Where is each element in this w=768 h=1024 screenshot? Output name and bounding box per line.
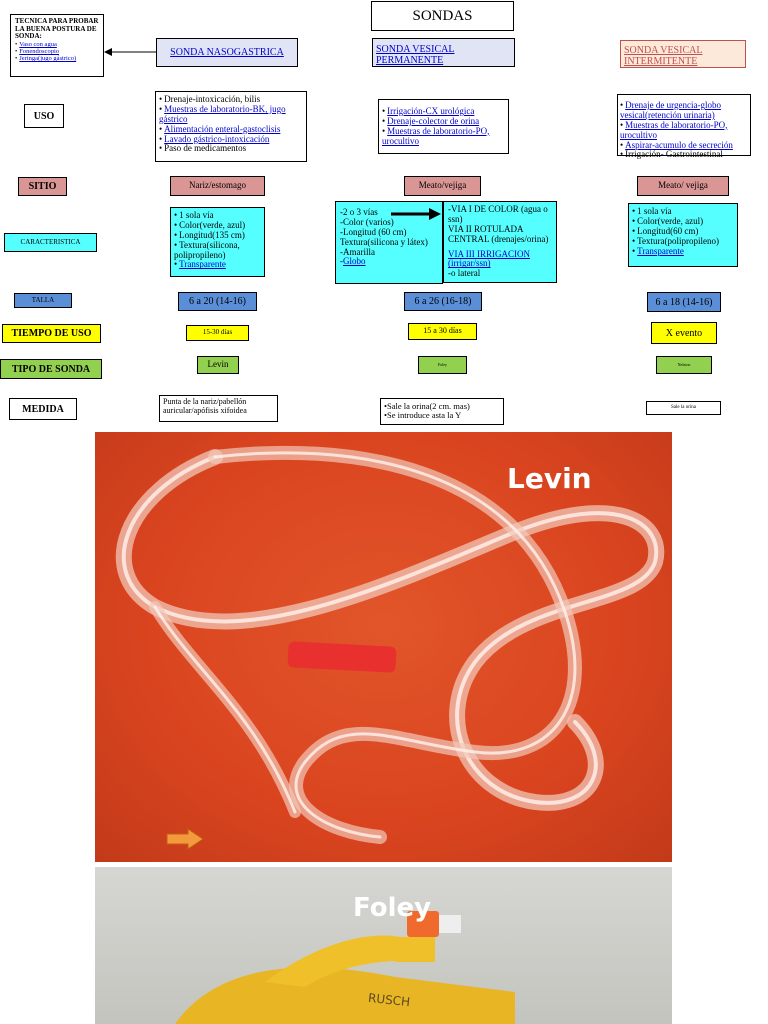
foley-tube-image [175,911,515,1024]
medida-vesical-permanente: •Sale la orina(2 cm. mas) •Se introduce … [380,398,504,425]
row-label-sitio: SITIO [18,177,67,196]
foley-label: Foley [353,893,432,923]
uso-vesical-permanente: Irrigación-CX urológica Drenaje-colector… [378,99,509,154]
tecnica-box: TECNICA PARA PROBAR LA BUENA POSTURA DE … [10,14,104,77]
caracteristica-item: -Color (varios) [340,216,394,227]
caracteristica-item: Color(verde, azul) [632,216,734,227]
uso-item[interactable]: Lavado gástrico-intoxicación [159,134,303,145]
uso-item[interactable]: Muestras de laboratorio-BK, jugo gástric… [159,104,303,125]
sitio-vesical-permanente: Meato/vejiga [404,176,481,196]
caracteristica-item: -Longitud (60 cm) [340,226,407,237]
row-label-uso: USO [24,104,64,128]
uso-item[interactable]: Drenaje de urgencia-globo vesical(retenc… [620,100,748,121]
tecnica-item[interactable]: Fonendoscopio [15,48,99,55]
tecnica-item[interactable]: Vaso con agua [15,41,99,48]
arrow-right-icon [391,208,441,220]
page-title: SONDAS [371,1,514,31]
uso-item[interactable]: Aspirar-acumulo de secreción [620,140,748,151]
tiempo-vesical-permanente: 15 a 30 días [408,323,477,340]
header-sonda-vesical-intermitente[interactable]: SONDA VESICAL INTERMITENTE [620,40,746,68]
medida-item: •Sale la orina(2 cm. mas) [384,401,470,411]
levin-label: Levin [507,462,592,495]
caracteristica-item: 1 sola vía [174,210,261,221]
uso-item[interactable]: Muestras de laboratorio-PO, urocultivo [382,126,505,147]
arrow-left-icon [104,48,156,56]
uso-item: Paso de medicamentos [159,144,303,154]
caracteristica-item: VIA II ROTULADA CENTRAL (drenajes/orina) [448,223,549,244]
uso-item[interactable]: Irrigación-CX urológica [382,106,505,117]
caracteristica-item: Textura(polipropileno) [632,236,734,247]
caracteristica-item: -2 o 3 vías [340,207,378,217]
caracteristica-item[interactable]: Transparente [632,246,734,257]
uso-vesical-intermitente: Drenaje de urgencia-globo vesical(retenc… [617,94,751,159]
row-label-medida: MEDIDA [9,398,77,420]
caracteristica-item: -VIA I DE COLOR (agua o ssn) [448,204,548,224]
uso-nasogastrica: Drenaje-intoxicación, bilis Muestras de … [155,91,307,162]
levin-tube-image [115,445,665,850]
caracteristica-vesical-permanente-right: -VIA I DE COLOR (agua o ssn) VIA II ROTU… [443,201,557,283]
talla-vesical-intermitente: 6 a 18 (14-16) [647,292,721,312]
caracteristica-item: -o lateral [448,268,481,279]
uso-item: Irrigación- Gastrointestinal [620,150,748,160]
tiempo-vesical-intermitente: X evento [651,322,717,344]
caracteristica-item[interactable]: VIA III IRRIGACION (irrigar/ssn) [448,248,530,269]
header-sonda-nasogastrica[interactable]: SONDA NASOGASTRICA [156,38,298,67]
uso-item[interactable]: Drenaje-colector de orina [382,116,505,127]
caracteristica-item[interactable]: Transparente [174,260,261,270]
caracteristica-item: Textura(silicona y látex) [340,236,428,247]
caracteristica-item: -Amarilla [340,246,375,257]
tecnica-heading: TECNICA PARA PROBAR LA BUENA POSTURA DE … [15,17,99,41]
medida-item: •Se introduce asta la Y [384,410,462,421]
uso-item[interactable]: Alimentación enteral-gastoclisis [159,124,303,135]
tecnica-item[interactable]: Jeringa(jugo gástrico) [15,55,99,62]
tiempo-nasogastrica: 15-30 días [186,325,249,341]
talla-vesical-permanente: 6 a 26 (16-18) [404,292,482,311]
uso-item: Drenaje-intoxicación, bilis [159,94,303,105]
caracteristica-item: Textura(silicona, polipropileno) [174,240,261,261]
levin-photo: Levin [95,432,672,862]
row-label-caracteristica: CARACTERISTICA [4,233,97,252]
foley-photo: Foley RUSCH [95,867,672,1024]
caracteristica-item[interactable]: -Globo [340,256,366,267]
row-label-tiempo: TIEMPO DE USO [2,324,101,343]
caracteristica-item: 1 sola vía [632,206,734,217]
row-label-talla: TALLA [14,293,72,308]
row-label-tipo: TIPO DE SONDA [0,359,102,379]
caracteristica-item: Longitud(135 cm) [174,230,261,241]
tipo-nasogastrica: Levin [197,356,239,374]
uso-item[interactable]: Muestras de laboratorio-PO, urocultivo [620,120,748,141]
caracteristica-item: Longitud(60 cm) [632,226,734,237]
sitio-vesical-intermitente: Meato/ vejiga [637,176,729,196]
medida-nasogastrica: Punta de la nariz/pabellón auricular/apó… [159,395,278,422]
medida-vesical-intermitente: Sale la orina [646,401,721,415]
tipo-vesical-intermitente: Nelaton [656,356,712,374]
caracteristica-vesical-intermitente: 1 sola vía Color(verde, azul) Longitud(6… [628,203,738,267]
caracteristica-item: Color(verde, azul) [174,220,261,231]
header-sonda-vesical-permanente[interactable]: SONDA VESICAL PERMANENTE [372,38,515,67]
tipo-vesical-permanente: Foley [418,356,467,374]
talla-nasogastrica: 6 a 20 (14-16) [178,292,257,311]
sitio-nasogastrica: Nariz/estomago [170,176,265,196]
caracteristica-nasogastrica: 1 sola vía Color(verde, azul) Longitud(1… [170,207,265,277]
